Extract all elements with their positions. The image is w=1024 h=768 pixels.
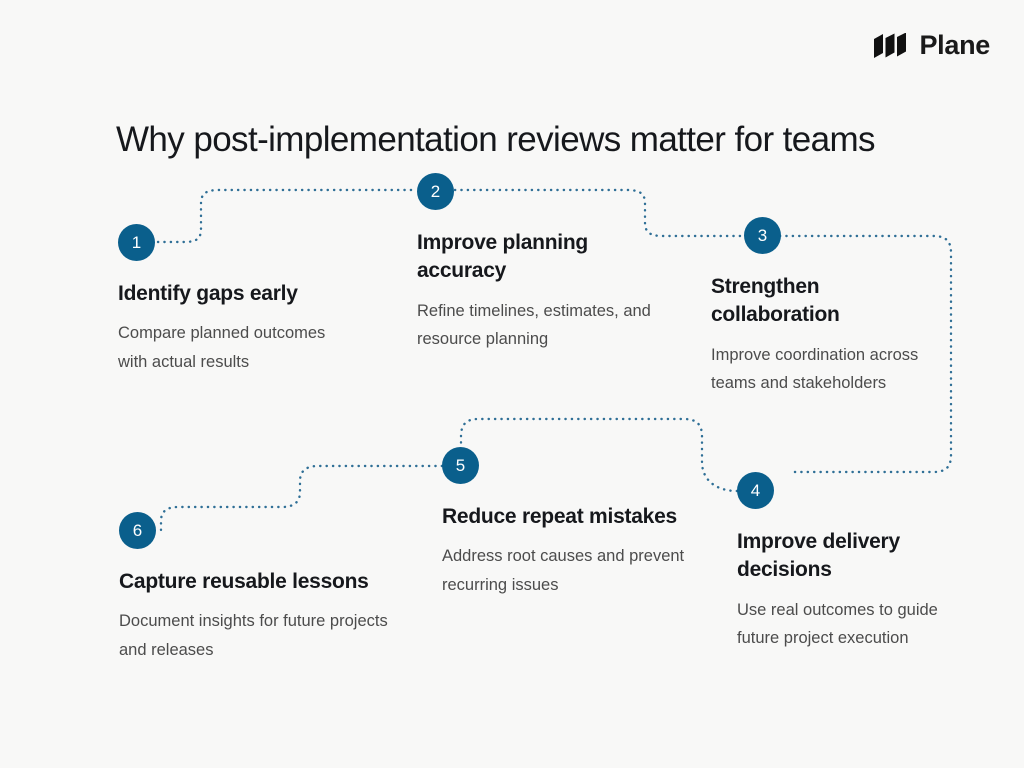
brand-name: Plane: [919, 30, 990, 60]
step-description-3: Improve coordination across teams and st…: [711, 345, 919, 393]
step-item-6: 6 Capture reusable lessons Document insi…: [119, 512, 394, 664]
step-description-1: Compare planned outcomes with actual res…: [118, 324, 326, 371]
step-item-5: 5 Reduce repeat mistakes Address root ca…: [442, 447, 687, 599]
step-description-5: Address root causes and prevent recurrin…: [442, 547, 685, 594]
step-badge-6: 6: [119, 512, 156, 549]
step-description-2: Refine timelines, estimates, and resourc…: [417, 301, 651, 349]
step-title-2: Improve planning accuracy: [417, 231, 589, 283]
plane-logo-icon: [874, 32, 907, 58]
step-title-4: Improve delivery decisions: [737, 530, 900, 582]
step-title-5: Reduce repeat mistakes: [442, 505, 677, 528]
brand-logo: Plane: [872, 32, 990, 59]
step-description-6: Document insights for future projects an…: [119, 612, 388, 659]
step-item-2: 2 Improve planning accuracy Refine timel…: [417, 173, 667, 353]
step-title-6: Capture reusable lessons: [119, 570, 369, 593]
step-item-4: 4 Improve delivery decisions Use real ou…: [737, 472, 952, 652]
step-badge-3: 3: [744, 217, 781, 254]
step-badge-2: 2: [417, 173, 454, 210]
step-badge-1: 1: [118, 224, 155, 261]
step-description-4: Use real outcomes to guide future projec…: [737, 600, 938, 648]
step-title-3: Strengthen collaboration: [711, 275, 840, 327]
step-item-1: 1 Identify gaps early Compare planned ou…: [118, 224, 333, 376]
step-title-1: Identify gaps early: [118, 282, 298, 305]
page-title: Why post-implementation reviews matter f…: [116, 120, 876, 160]
step-badge-5: 5: [442, 447, 479, 484]
step-item-3: 3 Strengthen collaboration Improve coord…: [711, 217, 946, 397]
step-badge-4: 4: [737, 472, 774, 509]
